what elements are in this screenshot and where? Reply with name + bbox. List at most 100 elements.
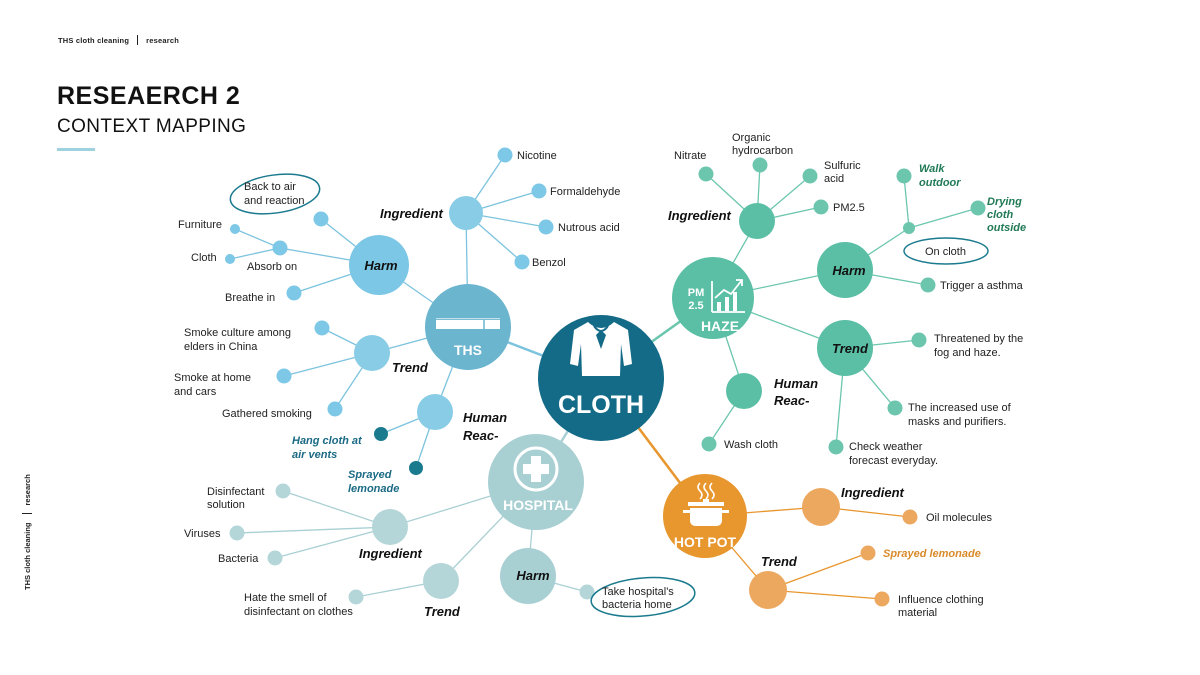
dot-gathered: [327, 401, 343, 417]
node-ths-trend: [354, 335, 390, 371]
pm-badge-line2: 2.5: [688, 300, 703, 312]
link-furniture: [234, 228, 281, 249]
hub-ths: THS: [425, 284, 511, 370]
dot-disinfectant: [275, 483, 291, 499]
header-divider: [137, 35, 139, 45]
text-smoke-home1: Smoke at home: [174, 372, 251, 384]
link-influence: [767, 589, 883, 600]
link-drying: [908, 207, 979, 229]
node-ths-harm: [349, 235, 409, 295]
node-hosp-ingredient: [372, 509, 408, 545]
label-hot-trend: Trend: [761, 554, 798, 569]
text-benzol: Benzol: [532, 257, 566, 269]
page-subtitle: CONTEXT MAPPING: [57, 116, 247, 137]
category-labels: Ingredient Harm Trend Human Reac- Ingred…: [359, 206, 905, 619]
text-take2: bacteria home: [602, 599, 672, 611]
text-drying2: cloth: [987, 209, 1014, 221]
dot-viruses: [229, 525, 245, 541]
page-title: RESEAERCH 2: [57, 82, 241, 110]
center-label: CLOTH: [558, 391, 644, 419]
text-furniture: Furniture: [178, 219, 222, 231]
text-sulfuric1: Sulfuric: [824, 160, 861, 172]
dot-back-air: [313, 211, 329, 227]
text-drying3: outside: [987, 222, 1026, 234]
bubble-back-air: [229, 173, 321, 215]
hub-haze-circle: [672, 257, 754, 339]
dot-sulfuric: [802, 168, 818, 184]
node-hot-ingredient: [802, 488, 840, 526]
label-haze-human1: Human: [774, 376, 818, 391]
dot-absorb: [272, 240, 288, 256]
text-oil: Oil molecules: [926, 512, 993, 524]
dot-nitrate: [698, 166, 714, 182]
dot-bacteria: [267, 550, 283, 566]
link-bacteria: [274, 526, 391, 559]
text-influence1: Influence clothing: [898, 594, 984, 606]
hub-hotpot: HOT POT: [663, 474, 747, 558]
label-ths-trend: Trend: [392, 360, 429, 375]
leaf-dots-hotpot: [860, 509, 918, 607]
hot-pot-icon: [683, 482, 729, 526]
dot-smoke-culture: [314, 320, 330, 336]
text-nitrate: Nitrate: [674, 150, 706, 162]
text-bacteria: Bacteria: [218, 553, 259, 565]
dot-formaldehyde: [531, 183, 547, 199]
text-hang1: Hang cloth at: [292, 435, 363, 447]
text-hate1: Hate the smell of: [244, 592, 327, 604]
rising-chart-icon: [711, 279, 745, 313]
dot-breathe: [286, 285, 302, 301]
hub-haze: PM 2.5 HAZE: [672, 257, 754, 339]
dot-hang: [374, 427, 388, 441]
dot-hate: [348, 589, 364, 605]
hub-haze-label: HAZE: [701, 318, 739, 334]
dot-smoke-home: [276, 368, 292, 384]
dot-threatened: [911, 332, 927, 348]
dot-wash: [701, 436, 717, 452]
node-haze-human: [726, 373, 762, 409]
bubble-take-bacteria: [590, 576, 696, 618]
node-hot-trend: [749, 571, 787, 609]
title-accent-line: [57, 148, 95, 151]
text-asthma: Trigger a asthma: [940, 280, 1024, 292]
dot-furniture: [230, 224, 240, 234]
text-on-cloth: On cloth: [925, 246, 966, 258]
label-hosp-trend: Trend: [424, 604, 461, 619]
text-sulfuric2: acid: [824, 173, 844, 185]
text-threatened2: fog and haze.: [934, 347, 1001, 359]
text-breathe: Breathe in: [225, 292, 275, 304]
hub-hospital-label: HOSPITAL: [503, 497, 573, 513]
link-walk: [903, 175, 910, 229]
link-viruses: [236, 526, 391, 534]
text-cloth: Cloth: [191, 252, 217, 264]
dot-cloth: [225, 254, 235, 264]
text-drying1: Drying: [987, 196, 1022, 208]
leaf-dots-ths-dark: [374, 427, 423, 475]
label-ths-ingredient: Ingredient: [380, 206, 444, 221]
text-organic2: hydrocarbon: [732, 145, 793, 157]
accent-leaf-labels: Hang cloth at air vents Sprayed lemonade…: [292, 163, 1026, 560]
label-haze-human2: Reac-: [774, 393, 809, 408]
dot-walk: [896, 168, 912, 184]
label-haze-ingredient: Ingredient: [668, 208, 732, 223]
text-formaldehyde: Formaldehyde: [550, 186, 620, 198]
text-gathered: Gathered smoking: [222, 408, 312, 420]
text-hang2: air vents: [292, 449, 337, 461]
text-smoke-home2: and cars: [174, 386, 217, 398]
dot-nitrous: [538, 219, 554, 235]
label-hosp-ingredient: Ingredient: [359, 546, 423, 561]
text-wash: Wash cloth: [724, 439, 778, 451]
label-ths-human2: Reac-: [463, 428, 498, 443]
text-threatened1: Threatened by the: [934, 333, 1023, 345]
medical-cross-icon: [513, 446, 559, 492]
label-ths-human1: Human: [463, 410, 507, 425]
dot-weather: [828, 439, 844, 455]
node-haze-trend: [817, 320, 873, 376]
node-hosp-trend: [423, 563, 459, 599]
leaf-dots-hospital: [229, 483, 595, 605]
link-cloth: [229, 247, 281, 260]
text-walk2: outdoor: [919, 177, 961, 189]
dot-oil: [902, 509, 918, 525]
text-pm25: PM2.5: [833, 202, 865, 214]
dot-masks: [887, 400, 903, 416]
